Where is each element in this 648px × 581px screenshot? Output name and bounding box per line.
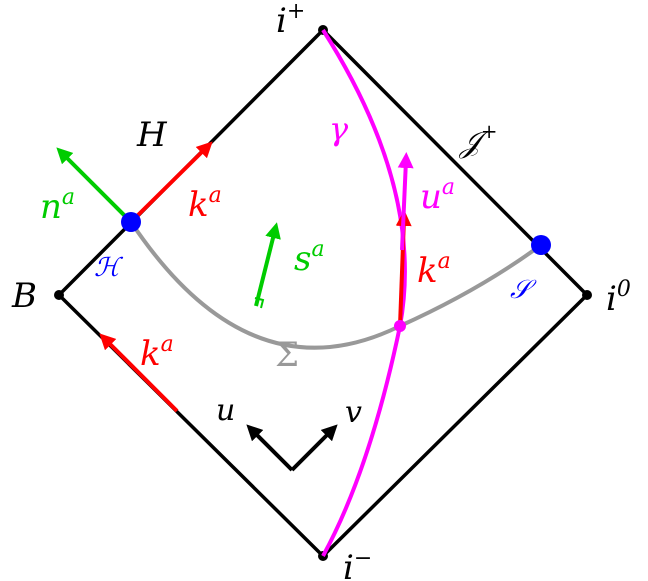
- h-label: H: [136, 115, 168, 155]
- k-vector-lower: [99, 333, 179, 413]
- v-axis-arrow: [290, 424, 338, 472]
- scri-plus-label: 𝒥+: [458, 119, 497, 160]
- k-vector-horizon-label: ka: [188, 183, 222, 225]
- k-vector-lower-label: ka: [140, 332, 174, 374]
- i-minus-label: i−: [343, 546, 372, 581]
- v-axis-label: v: [345, 395, 362, 430]
- k-vector-horizon: [129, 141, 213, 224]
- horizon-point: [121, 212, 141, 232]
- sigma-label: Σ: [275, 335, 299, 375]
- b-point: [54, 290, 64, 300]
- u-vector-label: ua: [420, 175, 455, 217]
- k-vector-worldline-label: ka: [417, 249, 451, 291]
- cals-label: 𝒮: [510, 275, 537, 305]
- gamma-worldline: [321, 28, 407, 557]
- n-vector-label: na: [40, 185, 75, 227]
- n-vector: [56, 147, 133, 224]
- gamma-label: γ: [329, 110, 349, 148]
- i-plus-label: i+: [276, 0, 305, 41]
- b-label: B: [11, 276, 37, 316]
- diagram-boundary: [56, 27, 590, 559]
- i-zero-label: i0: [606, 277, 631, 319]
- scri-point: [531, 235, 551, 255]
- right-angle-mark: [254, 297, 265, 309]
- s-vector: [254, 222, 281, 307]
- worldline-slice-point: [394, 320, 406, 332]
- u-vector: [397, 152, 414, 251]
- u-axis-label: u: [216, 393, 235, 428]
- s-vector-label: sa: [294, 237, 325, 279]
- i-zero-point: [582, 290, 592, 300]
- u-axis-arrow: [246, 424, 294, 472]
- calh-label: ℋ: [94, 253, 124, 283]
- sigma-slice: [129, 220, 543, 350]
